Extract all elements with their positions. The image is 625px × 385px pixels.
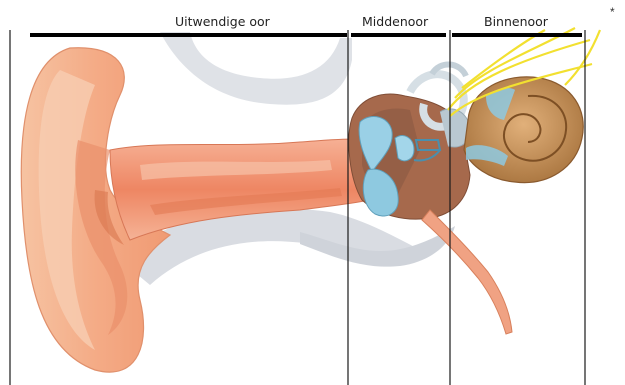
outer-ear-label: Uitwendige oor	[175, 14, 270, 29]
eustachian-tube	[422, 210, 512, 334]
corner-mark: *	[610, 5, 615, 19]
cochlea	[464, 77, 583, 183]
inner-ear-label: Binnenoor	[484, 14, 548, 29]
middle-ear-label: Middenoor	[362, 14, 428, 29]
